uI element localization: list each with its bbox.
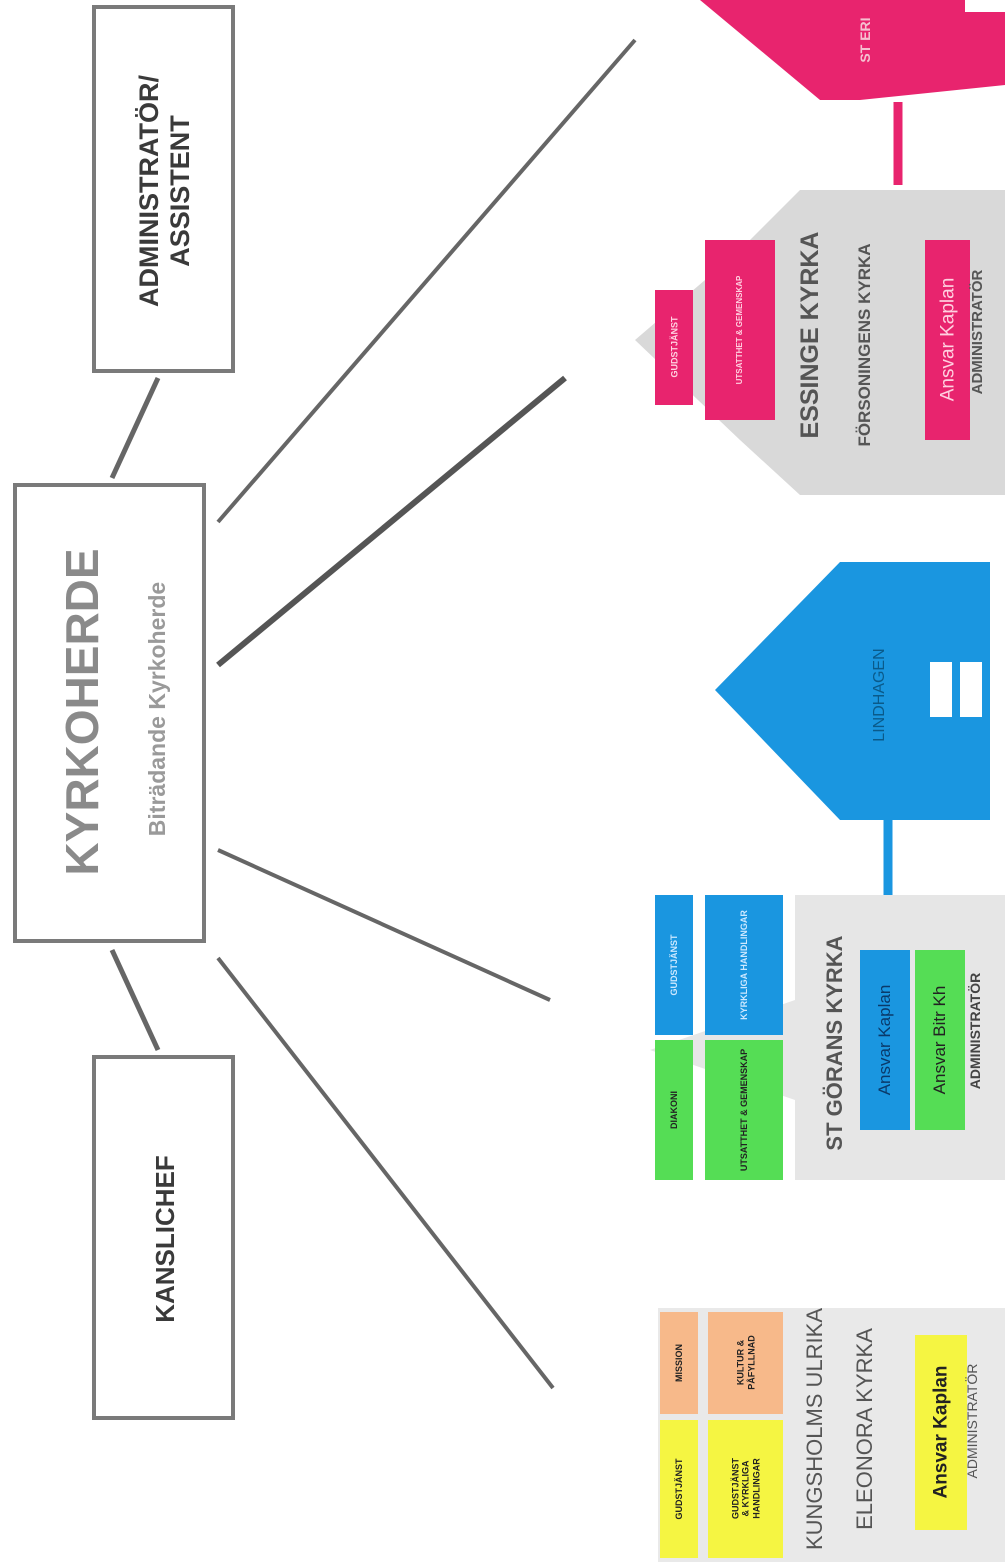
essinge-admin: ADMINISTRATÖR (969, 269, 987, 395)
kyrkoherde-title: KYRKOHERDE (55, 548, 108, 876)
kungsholms-ansvar-kaplan: Ansvar Kaplan (915, 1335, 967, 1530)
kungsholms-tile-gudstjanst-kyrkliga: GUDSTJÄNST & KYRKLIGA HANDLINGAR (708, 1420, 783, 1558)
line-to-kanslichef (109, 948, 161, 1052)
st-gorans-title: ST GÖRANS KYRKA (822, 935, 848, 1151)
admin-assistent-box: ADMINISTRATÖR/ ASSISTENT (92, 5, 235, 373)
st-gorans-tile-gudstjanst: GUDSTJÄNST (655, 895, 693, 1035)
st-gorans-ansvar-bitr: Ansvar Bitr Kh (915, 950, 965, 1130)
line-to-st-gorans (217, 848, 551, 1002)
kungsholms-title2: ELEONORA KYRKA (852, 1328, 878, 1530)
admin-assistent-label: ADMINISTRATÖR/ ASSISTENT (133, 75, 195, 307)
kanslichef-label: KANSLICHEF (150, 1155, 181, 1323)
st-gorans-tile-diakoni: DIAKONI (655, 1040, 693, 1180)
st-gorans-ansvar-kaplan: Ansvar Kaplan (860, 950, 910, 1130)
st-gorans-tile-utsatthet: UTSATTHET & GEMENSKAP (705, 1040, 783, 1180)
line-to-essinge (216, 375, 567, 668)
kungsholms-title1: KUNGSHOLMS ULRIKA (802, 1307, 828, 1551)
st-gorans-tile-kyrkliga: KYRKLIGA HANDLINGAR (705, 895, 783, 1035)
essinge-subtitle: FÖRSONINGENS KYRKA (855, 243, 875, 447)
line-to-kungsholms (216, 956, 555, 1390)
essinge-tile-gudstjanst: GUDSTJÄNST (655, 290, 693, 405)
st-gorans-admin: ADMINISTRATÖR (966, 972, 983, 1090)
line-to-st-eri (216, 38, 637, 524)
line-to-admin (109, 376, 161, 480)
kungsholms-tile-mission: MISSION (660, 1312, 698, 1414)
st-eri-house (700, 0, 1005, 100)
essinge-ansvar-kaplan: Ansvar Kaplan (925, 240, 970, 440)
bitradande-subtitle: Biträdande Kyrkoherde (143, 581, 170, 837)
kanslichef-box: KANSLICHEF (92, 1055, 235, 1420)
essinge-tile-utsatthet: UTSATTHET & GEMENSKAP (705, 240, 775, 420)
kungsholms-tile-gudstjanst: GUDSTJÄNST (660, 1420, 698, 1558)
lindhagen-label: LINDHAGEN (870, 648, 888, 742)
st-eri-label: ST ERI (856, 17, 873, 63)
lindhagen-house (715, 562, 990, 820)
essinge-title: ESSINGE KYRKA (795, 231, 824, 439)
kungsholms-tile-kultur: KULTUR & PÅFYLLNAD (708, 1312, 783, 1414)
kungsholms-admin: ADMINISTRATÖR (963, 1363, 980, 1479)
kyrkoherde-box: KYRKOHERDE Biträdande Kyrkoherde (13, 483, 206, 943)
